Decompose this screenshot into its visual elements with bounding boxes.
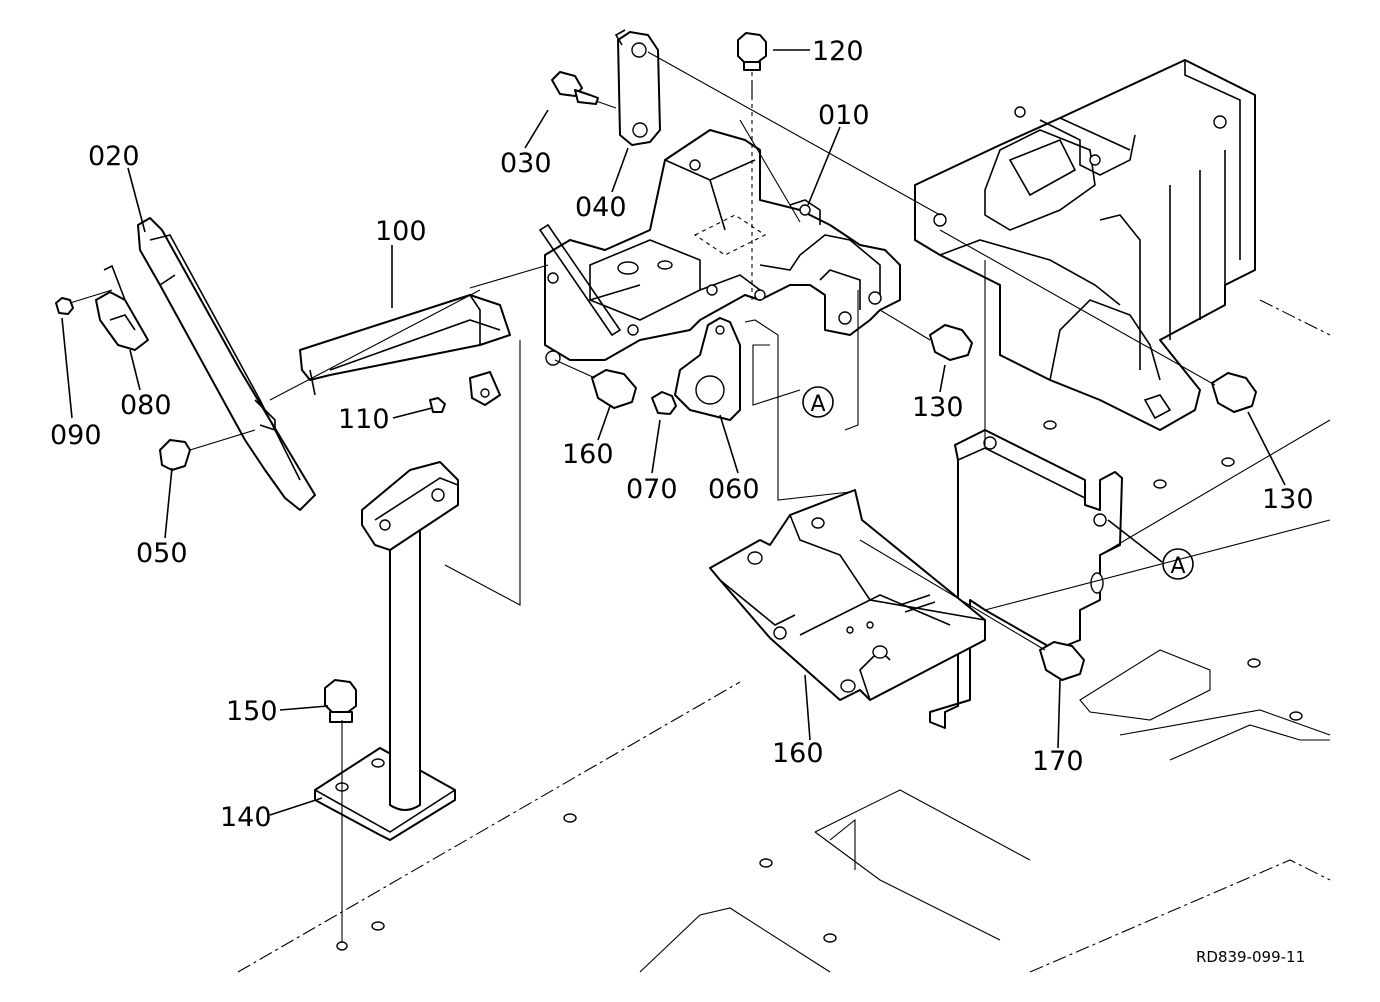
part-labels: 010 020 030 040 050 060 070 080 090 100 … bbox=[50, 36, 1314, 833]
bolts bbox=[55, 32, 1257, 723]
label-030: 030 bbox=[500, 148, 552, 179]
pedal-plate bbox=[709, 489, 986, 701]
label-090: 090 bbox=[50, 420, 102, 451]
bolt-130-left bbox=[929, 324, 973, 361]
bolt-130-right bbox=[1211, 372, 1257, 413]
bolt-160 bbox=[591, 369, 637, 409]
bolt-150 bbox=[324, 679, 357, 723]
label-120: 120 bbox=[812, 36, 864, 67]
label-130-right: 130 bbox=[1262, 484, 1314, 515]
assembly-lines bbox=[69, 51, 1216, 951]
arm-060 bbox=[674, 317, 741, 421]
stand-140 bbox=[314, 461, 459, 841]
bolt-170 bbox=[1039, 641, 1085, 681]
label-160-lower: 160 bbox=[772, 738, 824, 769]
side-panel bbox=[929, 419, 1331, 729]
callout-a-lower: A bbox=[1162, 548, 1194, 580]
label-150: 150 bbox=[226, 696, 278, 727]
link-plate bbox=[614, 29, 661, 146]
label-080: 080 bbox=[120, 390, 172, 421]
callout-label: A bbox=[1170, 554, 1185, 579]
bolt-120 bbox=[737, 32, 767, 71]
drawing-code: RD839-099-11 bbox=[1196, 948, 1305, 966]
label-160-upper: 160 bbox=[562, 439, 614, 470]
label-010: 010 bbox=[818, 100, 870, 131]
label-leaders bbox=[61, 49, 1286, 816]
label-110: 110 bbox=[338, 404, 390, 435]
label-050: 050 bbox=[136, 538, 188, 569]
label-100: 100 bbox=[375, 216, 427, 247]
label-130-left: 130 bbox=[912, 392, 964, 423]
bolt-050 bbox=[159, 439, 191, 471]
label-040: 040 bbox=[575, 192, 627, 223]
floor-plate bbox=[237, 299, 1331, 973]
label-020: 020 bbox=[88, 141, 140, 172]
screw-090 bbox=[55, 297, 74, 315]
callout-a-upper: A bbox=[802, 386, 834, 418]
label-170: 170 bbox=[1032, 746, 1084, 777]
label-070: 070 bbox=[626, 474, 678, 505]
bolt-030 bbox=[551, 71, 599, 105]
clip-080 bbox=[95, 264, 149, 351]
label-140: 140 bbox=[220, 802, 272, 833]
plate-020 bbox=[137, 217, 316, 511]
nut-070 bbox=[651, 391, 677, 415]
callout-label: A bbox=[810, 392, 825, 417]
screw-110 bbox=[429, 397, 446, 413]
label-060: 060 bbox=[708, 474, 760, 505]
rod-100 bbox=[299, 294, 511, 406]
frame-bracket bbox=[914, 59, 1256, 431]
